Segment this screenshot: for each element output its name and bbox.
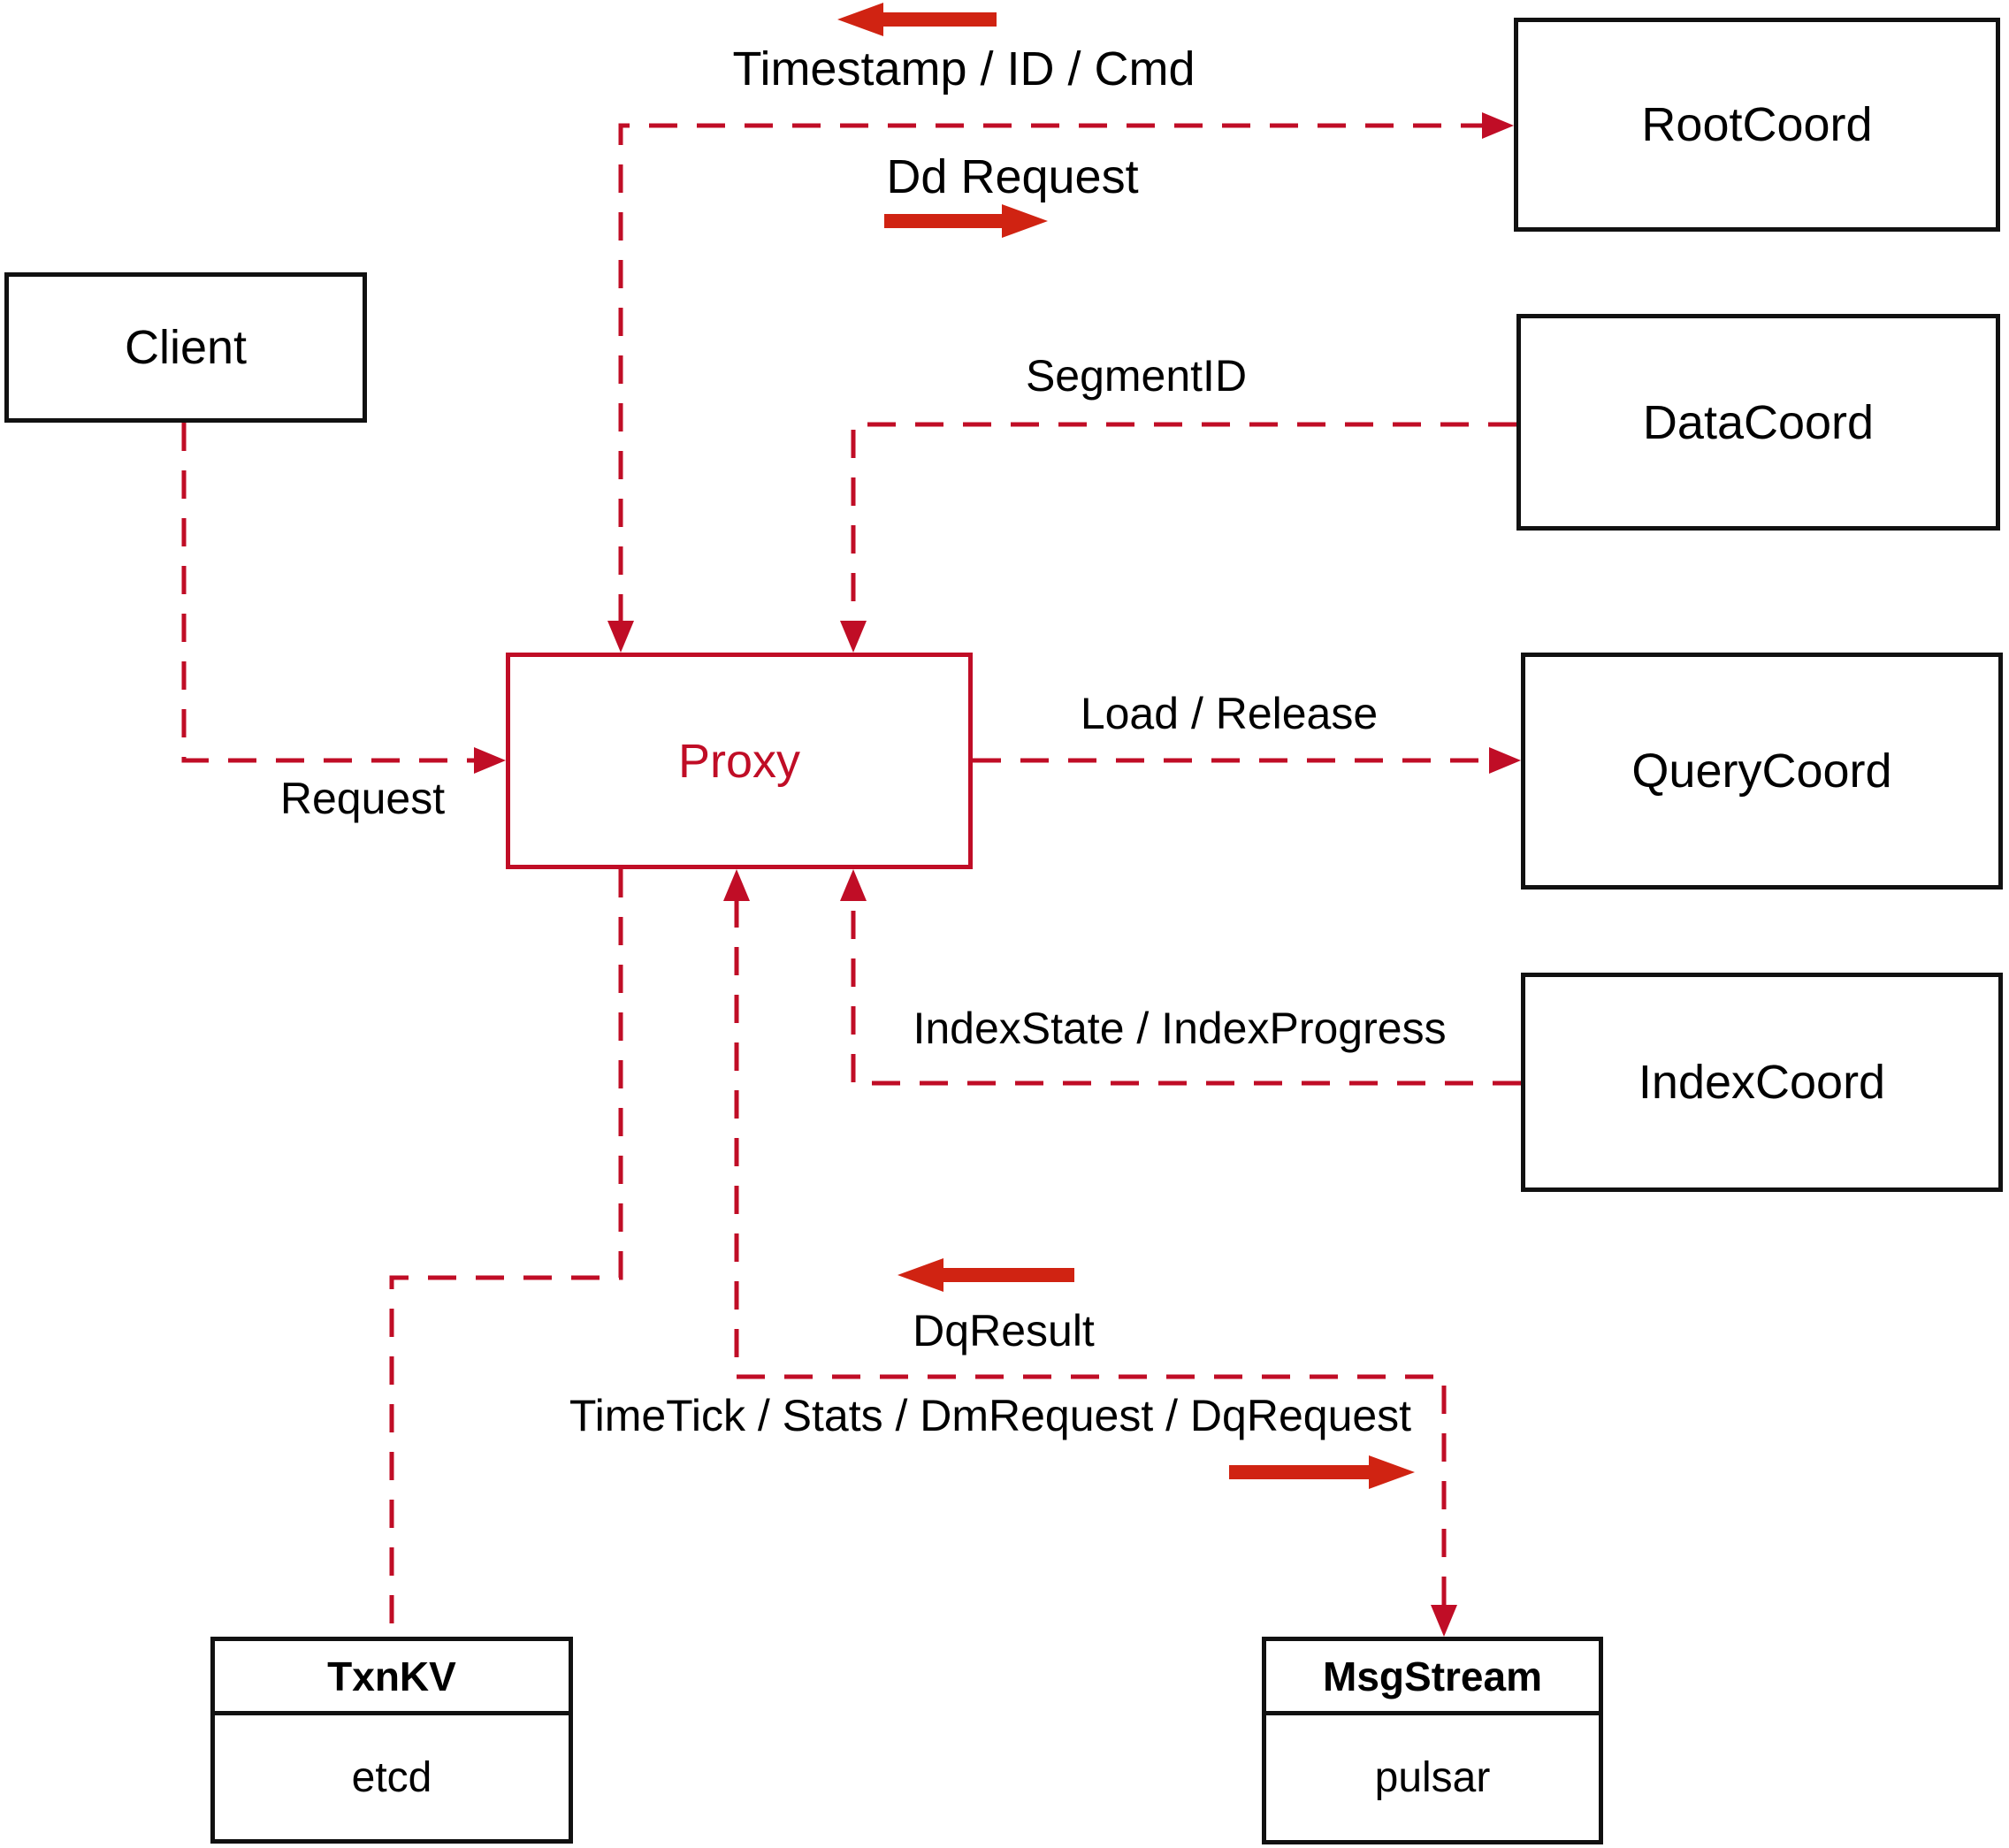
node-proxy-label: Proxy [677, 734, 801, 788]
node-client-label: Client [124, 321, 248, 374]
edge-label-timetick: TimeTick / Stats / DmRequest / DqRequest [569, 1391, 1412, 1440]
arrowhead-into-querycoord [1489, 747, 1521, 774]
node-msgstream-title: MsgStream [1266, 1641, 1599, 1715]
edge-label-load-release: Load / Release [1080, 689, 1379, 738]
arrowhead-into-proxy-left [474, 747, 506, 774]
node-indexcoord-label: IndexCoord [1638, 1056, 1886, 1109]
edge-label-timestamp: Timestamp / ID / Cmd [732, 42, 1195, 95]
direction-arrow-left-timestamp [837, 3, 997, 36]
node-rootcoord-label: RootCoord [1641, 98, 1873, 151]
node-proxy: Proxy [506, 653, 973, 869]
edge-proxy-txnkv [389, 869, 623, 1637]
node-msgstream-subtitle: pulsar [1374, 1754, 1491, 1801]
arrowhead-into-msgstream [1431, 1605, 1457, 1637]
node-txnkv-title: TxnKV [215, 1641, 569, 1715]
direction-arrow-right-dd-request [884, 204, 1048, 238]
node-indexcoord: IndexCoord [1521, 973, 2003, 1192]
node-rootcoord: RootCoord [1514, 18, 2000, 232]
node-datacoord: DataCoord [1516, 314, 2000, 531]
edge-label-dd-request: Dd Request [886, 150, 1139, 203]
edge-client-proxy [181, 423, 476, 763]
arrowhead-into-proxy-bottom-right [840, 869, 867, 901]
direction-arrow-right-timetick [1229, 1455, 1415, 1489]
arrowhead-into-proxy-top-right [840, 621, 867, 653]
node-txnkv: TxnKV etcd [210, 1637, 573, 1844]
edge-datacoord-proxy [851, 422, 1516, 622]
arrowhead-into-proxy-bottom-left [723, 869, 750, 901]
edge-label-request: Request [279, 774, 446, 823]
node-querycoord-label: QueryCoord [1631, 745, 1892, 798]
edge-proxy-rootcoord [618, 123, 1484, 622]
arrowhead-into-rootcoord [1482, 112, 1514, 139]
node-datacoord-label: DataCoord [1642, 395, 1875, 449]
edge-label-segment-id: SegmentID [1025, 351, 1248, 401]
node-querycoord: QueryCoord [1521, 653, 2003, 890]
node-client: Client [4, 272, 367, 423]
direction-arrow-left-dqresult [898, 1258, 1074, 1292]
edge-indexcoord-proxy [851, 899, 1521, 1086]
arrowhead-into-proxy-top-left [607, 621, 634, 653]
edge-label-index-state: IndexState / IndexProgress [913, 1004, 1447, 1053]
edge-label-dq-result: DqResult [913, 1306, 1095, 1355]
node-txnkv-subtitle: etcd [351, 1753, 432, 1801]
node-msgstream: MsgStream pulsar [1262, 1637, 1603, 1844]
edge-proxy-msgstream [734, 899, 1447, 1607]
